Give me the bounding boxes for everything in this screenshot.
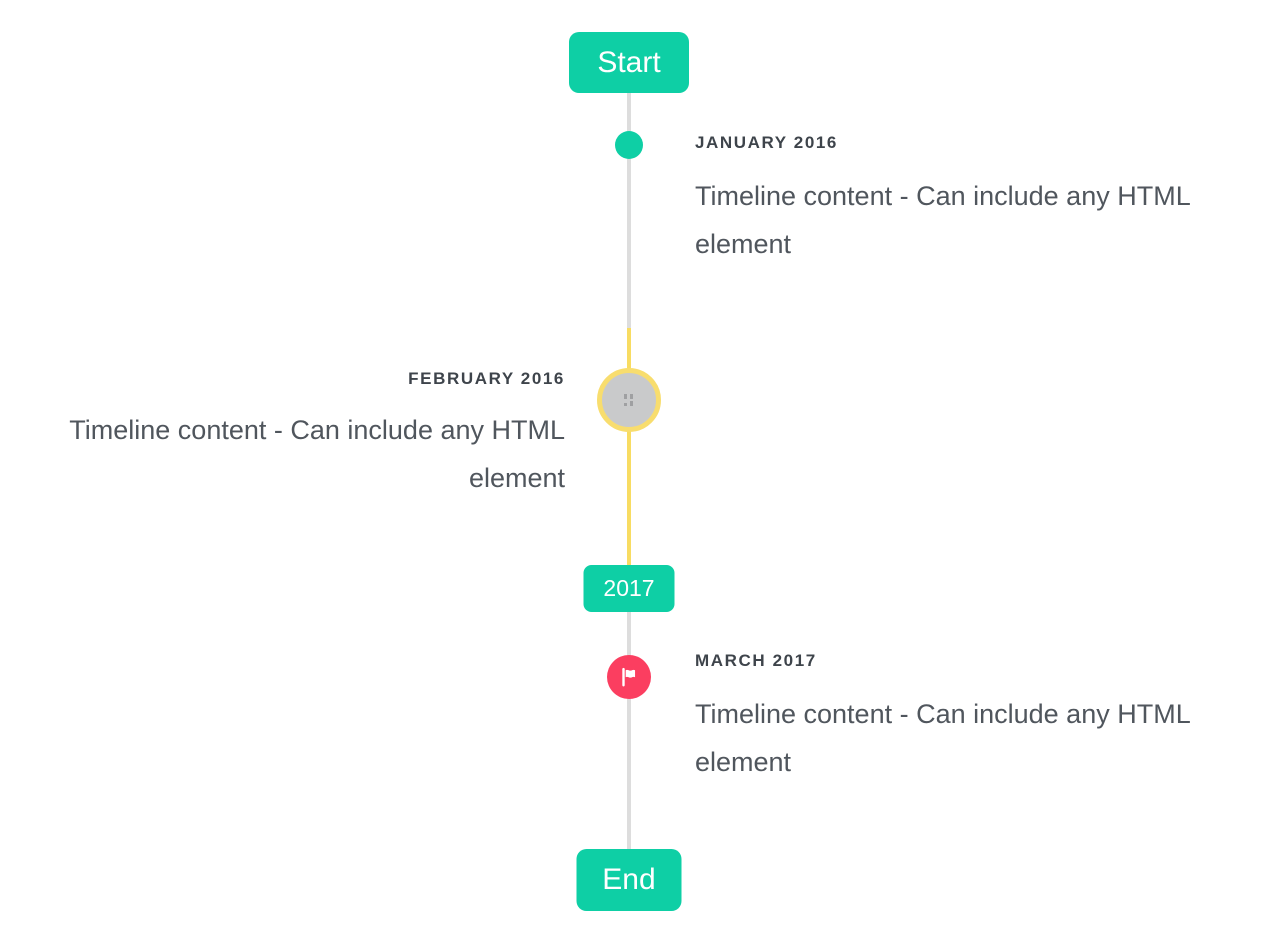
item-title: FEBRUARY 2016	[408, 369, 565, 388]
year-badge-2017: 2017	[583, 565, 675, 612]
timeline-item-march: MARCH 2017 Timeline content - Can includ…	[695, 651, 1225, 786]
end-badge-label: End	[602, 863, 656, 896]
timeline-line-yellow-segment	[627, 328, 631, 565]
start-badge-label: Start	[597, 45, 661, 79]
march-flag-marker	[607, 655, 651, 699]
timeline-line-gray-top	[627, 93, 631, 328]
item-content: Timeline content - Can include any HTML …	[69, 415, 565, 493]
broken-image-icon	[623, 394, 636, 406]
january-dot-marker	[615, 131, 643, 159]
flag-icon	[622, 667, 636, 687]
timeline-item-january: JANUARY 2016 Timeline content - Can incl…	[695, 133, 1225, 268]
end-badge: End	[576, 849, 682, 911]
february-image-marker	[597, 368, 661, 432]
timeline-item-february: FEBRUARY 2016 Timeline content - Can inc…	[35, 369, 565, 502]
start-badge: Start	[569, 32, 689, 93]
item-content: Timeline content - Can include any HTML …	[695, 699, 1190, 777]
item-title: MARCH 2017	[695, 651, 817, 670]
year-badge-label: 2017	[603, 575, 655, 601]
item-title: JANUARY 2016	[695, 133, 838, 152]
timeline-line-gray-bottom	[627, 612, 631, 849]
item-content: Timeline content - Can include any HTML …	[695, 181, 1190, 259]
